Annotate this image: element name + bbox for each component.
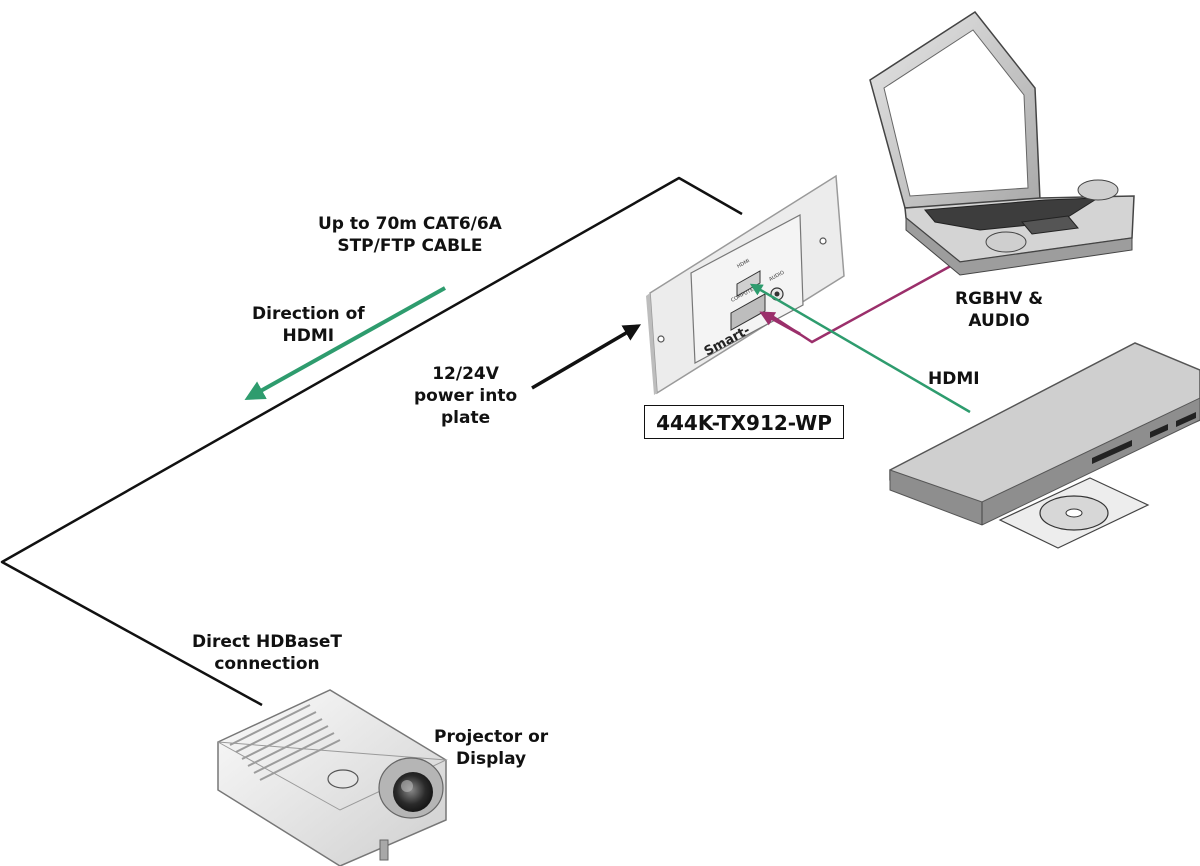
projector-icon xyxy=(217,689,448,866)
wall-plate-icon: HDMI COMPUTER AUDIO Smart- xyxy=(646,174,845,395)
hdbaset-label: Direct HDBaseT connection xyxy=(192,632,342,674)
laptop-icon xyxy=(869,10,1135,276)
hdmi-label: HDMI xyxy=(928,369,980,389)
hdmi-direction-arrow xyxy=(244,286,446,400)
power-label: 12/24V power into plate xyxy=(414,364,518,428)
cat-cable xyxy=(0,176,743,707)
model-label: 444K-TX912-WP xyxy=(644,405,844,439)
bluray-player-icon xyxy=(889,342,1200,549)
cable-label: Up to 70m CAT6/6A STP/FTP CABLE xyxy=(318,214,502,256)
rgbhv-arrow xyxy=(759,311,801,336)
rgbhv-label: RGBHV & AUDIO xyxy=(955,289,1044,331)
power-arrow xyxy=(531,324,642,390)
plate-port-label-hdmi: HDMI xyxy=(736,258,751,270)
projector-label: Projector or Display xyxy=(434,727,549,769)
hdmi-cable-arrow xyxy=(749,283,971,414)
direction-label: Direction of HDMI xyxy=(252,304,365,346)
